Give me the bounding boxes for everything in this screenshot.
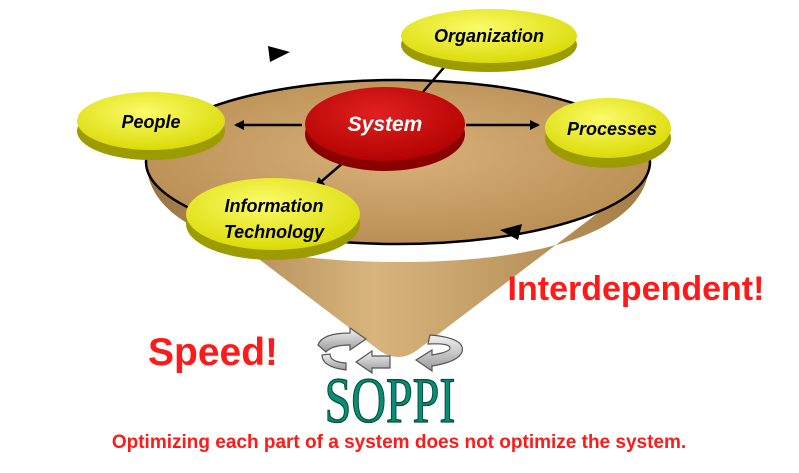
soppi-logo-text: SOPPI: [325, 365, 456, 437]
interdependent-callout: Interdependent!: [508, 270, 765, 308]
information-label: Information: [225, 196, 324, 216]
node-processes: Processes: [545, 98, 671, 168]
processes-label: Processes: [567, 119, 657, 139]
node-information-technology: Information Technology: [186, 178, 360, 260]
technology-label: Technology: [224, 222, 325, 242]
caption: Optimizing each part of a system does no…: [112, 432, 686, 453]
rim-arrow-top: [268, 46, 290, 62]
cycle-arrows-icon: [317, 326, 463, 375]
node-system: System: [305, 87, 465, 171]
organization-label: Organization: [434, 26, 544, 46]
node-organization: Organization: [401, 9, 577, 72]
system-label: System: [348, 113, 423, 136]
node-people: People: [77, 92, 225, 160]
funnel-cone: [148, 175, 648, 357]
rim-arrow-bottom: [500, 224, 522, 240]
speed-callout: Speed!: [148, 331, 278, 374]
connector-arrows: [234, 56, 540, 188]
people-label: People: [121, 112, 180, 132]
